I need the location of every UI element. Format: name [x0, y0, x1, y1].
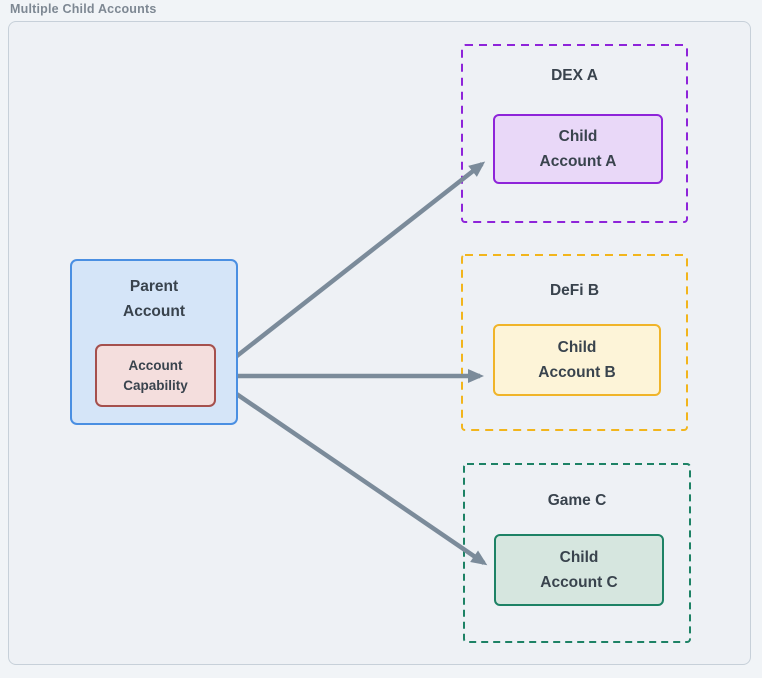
parent-account-node: Parent Account Account Capability	[70, 259, 238, 425]
parent-account-label: Parent Account	[72, 274, 236, 324]
diagram-title: Multiple Child Accounts	[10, 2, 157, 16]
group-game-c-label: Game C	[547, 492, 607, 509]
arrow-to-child-a	[217, 161, 486, 372]
child-b-label-line2: Account B	[538, 364, 616, 381]
group-dex-a-label: DEX A	[551, 67, 598, 84]
child-b-label-line1: Child	[557, 339, 597, 356]
group-game-c: Game C Child Account C	[463, 463, 691, 643]
child-c-label-line2: Account C	[540, 574, 618, 591]
account-capability-node: Account Capability	[95, 344, 216, 407]
child-account-a-node: Child Account A	[493, 114, 663, 184]
group-dex-a: DEX A Child Account A	[461, 44, 688, 223]
capability-label-line2: Capability	[123, 377, 188, 393]
child-a-label-line1: Child	[558, 128, 598, 145]
group-defi-b: DeFi B Child Account B	[461, 254, 688, 431]
arrow-to-child-c	[217, 380, 488, 566]
child-account-b-node: Child Account B	[493, 324, 661, 396]
parent-label-line2: Account	[123, 303, 185, 320]
parent-label-line1: Parent	[129, 278, 179, 295]
child-a-label-line2: Account A	[539, 153, 617, 170]
diagram-canvas: Parent Account Account Capability DEX A …	[8, 21, 751, 665]
capability-label-line1: Account	[128, 357, 183, 373]
child-account-c-node: Child Account C	[494, 534, 664, 606]
child-c-label-line1: Child	[559, 549, 599, 566]
group-defi-b-label: DeFi B	[549, 282, 600, 299]
